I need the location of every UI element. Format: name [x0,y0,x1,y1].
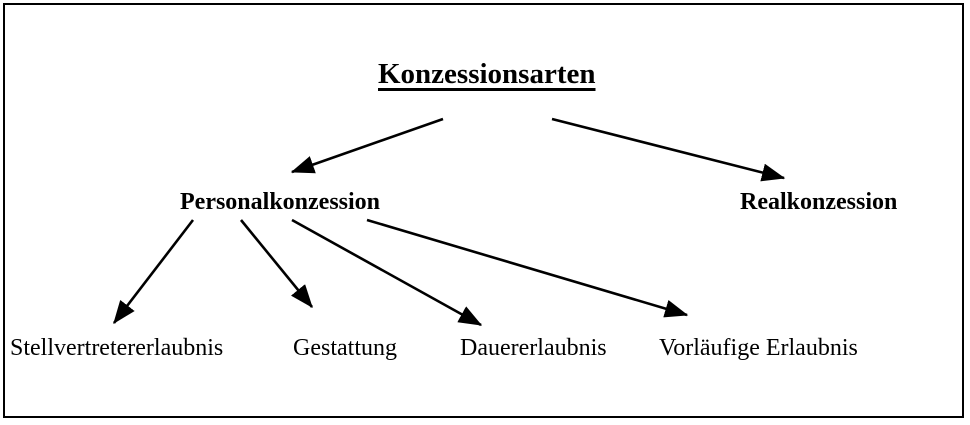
edge-personalkonzession-to-stellvertretererlaubnis [112,219,195,325]
node-personalkonzession: Personalkonzession [180,189,381,215]
node-vorlaeufige-erlaubnis: Vorläufige Erlaubnis [659,335,858,361]
edge-personalkonzession-to-gestattung [239,219,314,309]
node-dauererlaubnis: Dauererlaubnis [460,335,607,361]
node-realkonzession: Realkonzession [740,189,898,215]
edge-root-to-realkonzession [551,117,786,182]
edge-root-to-personalkonzession [290,117,444,174]
edge-personalkonzession-to-dauererlaubnis [291,218,483,327]
diagram-border [3,3,964,418]
node-stellvertretererlaubnis: Stellvertretererlaubnis [10,335,224,361]
node-gestattung: Gestattung [293,335,397,361]
edge-personalkonzession-to-vorlaeufige-erlaubnis [366,218,689,318]
node-root-title: Konzessionsarten [378,58,596,90]
